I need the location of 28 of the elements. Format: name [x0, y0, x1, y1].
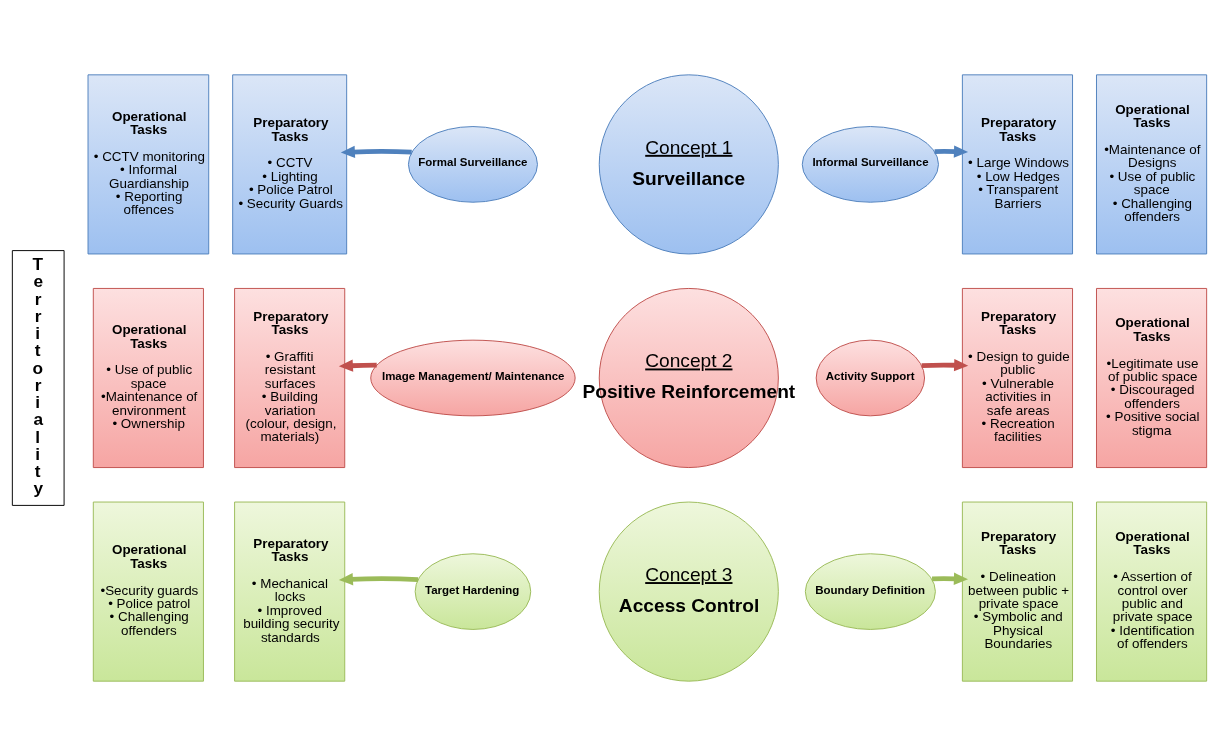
node-box: Operational Tasks • CCTV monitoring • Informal Guardianship • Reporting offences: [87, 73, 210, 254]
node-ellipse: Boundary Definition: [804, 552, 936, 630]
node-box: Territoriality: [11, 249, 65, 506]
node-box: Operational Tasks •Legitimate use of public space • Discouraged offenders • Positive social stigma: [1096, 287, 1208, 468]
node-box: Operational Tasks •Security guards • Police patrol • Challenging offenders: [92, 501, 204, 682]
node-box: Preparatory Tasks • Large Windows • Low Hedges • Transparent Barriers: [961, 73, 1073, 254]
arrow: [338, 572, 419, 585]
node-box: Preparatory Tasks • Mechanical locks • Improved building security standards: [234, 501, 346, 682]
node-ellipse: Activity Support: [815, 339, 926, 416]
arrow: [921, 358, 969, 371]
node-box: Preparatory Tasks • Delineation between public + private space • Symbolic and Physical Boundaries: [961, 501, 1073, 682]
arrow: [934, 144, 969, 158]
arrow: [340, 145, 412, 158]
node-box: Operational Tasks • Use of public space •Maintenance of environment • Ownership: [92, 287, 204, 468]
node-circle: Concept 3 Access Control: [598, 501, 779, 682]
node-ellipse: Target Hardening: [414, 552, 532, 630]
node-box: Operational Tasks •Maintenance of Designs • Use of public space • Challenging offenders: [1096, 73, 1208, 254]
node-box: Preparatory Tasks • Design to guide public • Vulnerable activities in safe areas • Recreation facilities: [961, 287, 1073, 468]
arrow: [932, 572, 968, 585]
node-ellipse: Image Management/ Maintenance: [370, 339, 576, 416]
node-ellipse: Informal Surveillance: [801, 125, 939, 203]
node-box: Preparatory Tasks • CCTV • Lighting • Police Patrol • Security Guards: [232, 73, 348, 254]
node-circle: Concept 1 Surveillance: [598, 73, 779, 254]
node-label: Positive Reinforcement: [582, 380, 796, 402]
arrow: [338, 358, 377, 372]
node-box: Operational Tasks • Assertion of control over public and private space • Identification of offenders: [1096, 501, 1208, 682]
node-ellipse: Formal Surveillance: [407, 125, 538, 203]
node-box: Preparatory Tasks • Graffiti resistant surfaces • Building variation (colour, design, materials): [234, 287, 346, 468]
